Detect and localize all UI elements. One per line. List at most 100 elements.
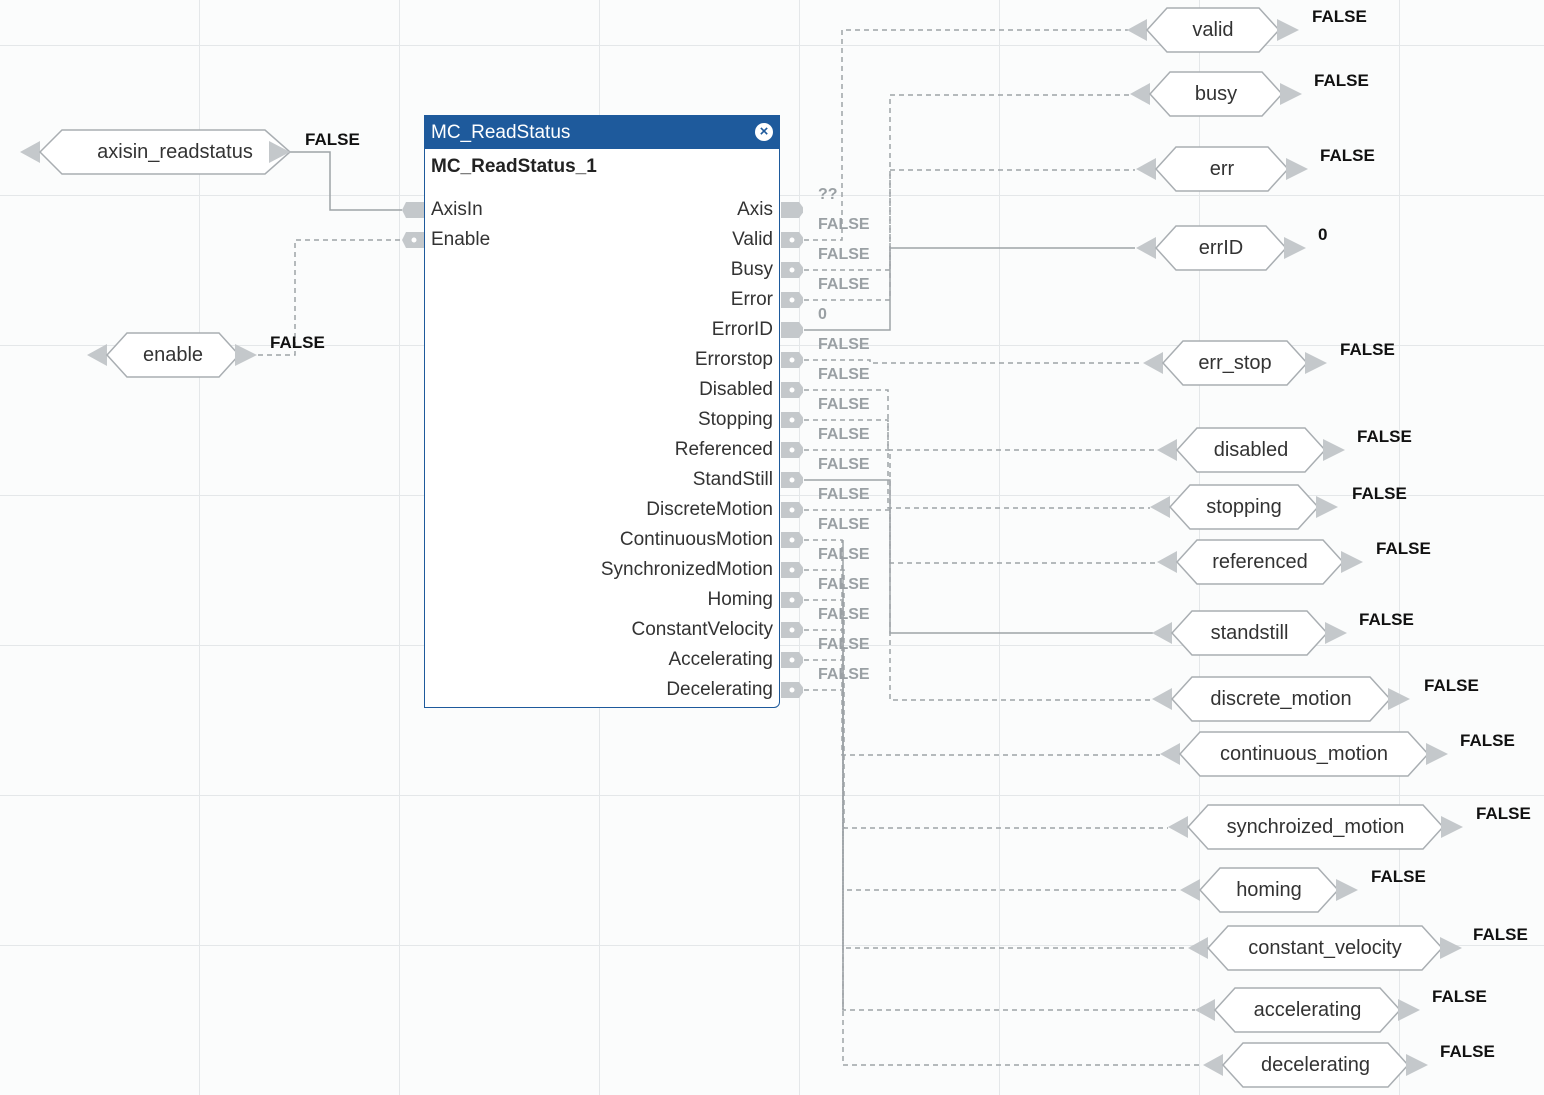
wire-discrete xyxy=(804,509,1153,701)
close-icon[interactable]: × xyxy=(755,123,773,141)
wire-busy xyxy=(804,94,1130,271)
var-name: constant_velocity xyxy=(1248,937,1402,959)
pin-value-accelerating: FALSE xyxy=(818,636,870,653)
port-out-homing[interactable] xyxy=(781,592,803,608)
port-out-errorstop[interactable] xyxy=(781,352,803,368)
pin-value-synchronizedmotion: FALSE xyxy=(818,546,870,563)
var-value: 0 xyxy=(1318,225,1328,244)
wire-stopping xyxy=(804,419,1150,509)
port-out-standstill[interactable] xyxy=(781,472,803,488)
pin-out-continuousmotion: ContinuousMotion xyxy=(619,529,773,550)
wire-enable xyxy=(258,239,402,356)
var-value: FALSE xyxy=(1371,867,1426,886)
var-value: FALSE xyxy=(1424,676,1479,695)
var-node-err-stop[interactable]: err_stop xyxy=(1143,340,1327,386)
pin-out-standstill: StandStill xyxy=(692,469,773,490)
var-value: FALSE xyxy=(1312,7,1367,26)
port-out-valid[interactable] xyxy=(781,232,803,248)
var-node-accelerating[interactable]: accelerating xyxy=(1195,987,1420,1033)
var-node-busy[interactable]: busy xyxy=(1130,71,1302,117)
var-node-constant-velocity[interactable]: constant_velocity xyxy=(1188,925,1462,971)
pin-out-busy: Busy xyxy=(730,259,773,280)
pin-value-homing: FALSE xyxy=(818,576,870,593)
var-value: FALSE xyxy=(1340,340,1395,359)
var-name: synchroized_motion xyxy=(1226,816,1405,838)
port-out-stopping[interactable] xyxy=(781,412,803,428)
var-name: standstill xyxy=(1210,622,1289,644)
pin-in-axisin: AxisIn xyxy=(431,199,483,220)
port-out-error[interactable] xyxy=(781,292,803,308)
var-node-disabled[interactable]: disabled xyxy=(1157,427,1345,473)
var-name: axisin_readstatus xyxy=(97,141,253,163)
pin-out-errorstop: Errorstop xyxy=(694,349,773,370)
var-node-synchroized-motion[interactable]: synchroized_motion xyxy=(1168,804,1463,850)
var-name: err xyxy=(1209,158,1235,180)
var-value: FALSE xyxy=(270,333,325,352)
var-node-errID[interactable]: errID xyxy=(1136,225,1306,271)
port-out-busy[interactable] xyxy=(781,262,803,278)
var-value: FALSE xyxy=(1320,146,1375,165)
var-name: stopping xyxy=(1206,496,1282,518)
port-out-disabled[interactable] xyxy=(781,382,803,398)
port-in-axisin[interactable] xyxy=(402,202,424,218)
port-out-errorid[interactable] xyxy=(781,322,803,338)
var-value: FALSE xyxy=(1352,484,1407,503)
pin-value-stopping: FALSE xyxy=(818,396,870,413)
pin-in-enable: Enable xyxy=(431,229,491,250)
var-name: errID xyxy=(1198,237,1244,259)
port-out-accelerating[interactable] xyxy=(781,652,803,668)
block-instance-name: MC_ReadStatus_1 xyxy=(431,156,597,177)
var-node-enable[interactable]: enable xyxy=(87,332,257,378)
wire-continuous xyxy=(804,539,1160,756)
var-node-stopping[interactable]: stopping xyxy=(1150,484,1338,530)
port-in-enable[interactable] xyxy=(402,232,424,248)
var-node-decelerating[interactable]: decelerating xyxy=(1203,1042,1428,1088)
wire-errid xyxy=(804,247,1135,331)
pin-value-axis: ?? xyxy=(818,186,838,203)
var-name: enable xyxy=(142,344,204,366)
pin-out-accelerating: Accelerating xyxy=(668,649,773,670)
var-value: FALSE xyxy=(305,130,360,149)
pin-out-errorid: ErrorID xyxy=(711,319,773,340)
var-name: continuous_motion xyxy=(1220,743,1388,765)
var-node-err[interactable]: err xyxy=(1136,146,1308,192)
function-block[interactable]: MC_ReadStatus × MC_ReadStatus_1 AxisIn E… xyxy=(424,115,780,708)
pin-value-error: FALSE xyxy=(818,276,870,293)
pin-out-error: Error xyxy=(730,289,773,310)
wire-errstop xyxy=(804,359,1143,364)
var-name: discrete_motion xyxy=(1210,688,1352,710)
pin-out-valid: Valid xyxy=(732,229,773,250)
port-out-referenced[interactable] xyxy=(781,442,803,458)
var-value: FALSE xyxy=(1376,539,1431,558)
var-node-referenced[interactable]: referenced xyxy=(1157,539,1363,585)
var-name: busy xyxy=(1194,83,1238,105)
var-node-axisin-readstatus[interactable]: axisin_readstatus xyxy=(20,129,292,175)
port-out-axis[interactable] xyxy=(781,202,803,218)
pin-value-continuousmotion: FALSE xyxy=(818,516,870,533)
port-out-continuousmotion[interactable] xyxy=(781,532,803,548)
var-value: FALSE xyxy=(1432,987,1487,1006)
var-node-standstill[interactable]: standstill xyxy=(1152,610,1347,656)
port-out-synchronizedmotion[interactable] xyxy=(781,562,803,578)
var-value: FALSE xyxy=(1359,610,1414,629)
pin-value-standstill: FALSE xyxy=(818,456,870,473)
var-value: FALSE xyxy=(1314,71,1369,90)
pin-out-synchronizedmotion: SynchronizedMotion xyxy=(600,559,773,580)
port-out-constantvelocity[interactable] xyxy=(781,622,803,638)
var-value: FALSE xyxy=(1440,1042,1495,1061)
pin-value-referenced: FALSE xyxy=(818,426,870,443)
wire-decel xyxy=(804,689,1203,1066)
var-node-valid[interactable]: valid xyxy=(1127,7,1299,53)
port-out-discretemotion[interactable] xyxy=(781,502,803,518)
pin-value-decelerating: FALSE xyxy=(818,666,870,683)
var-value: FALSE xyxy=(1473,925,1528,944)
port-out-decelerating[interactable] xyxy=(781,682,803,698)
pin-out-disabled: Disabled xyxy=(699,379,773,400)
var-node-homing[interactable]: homing xyxy=(1180,867,1358,913)
pin-value-disabled: FALSE xyxy=(818,366,870,383)
block-header[interactable]: MC_ReadStatus × xyxy=(425,116,779,149)
var-node-discrete-motion[interactable]: discrete_motion xyxy=(1152,676,1410,722)
var-node-continuous-motion[interactable]: continuous_motion xyxy=(1160,731,1448,777)
pin-out-discretemotion: DiscreteMotion xyxy=(646,499,773,520)
